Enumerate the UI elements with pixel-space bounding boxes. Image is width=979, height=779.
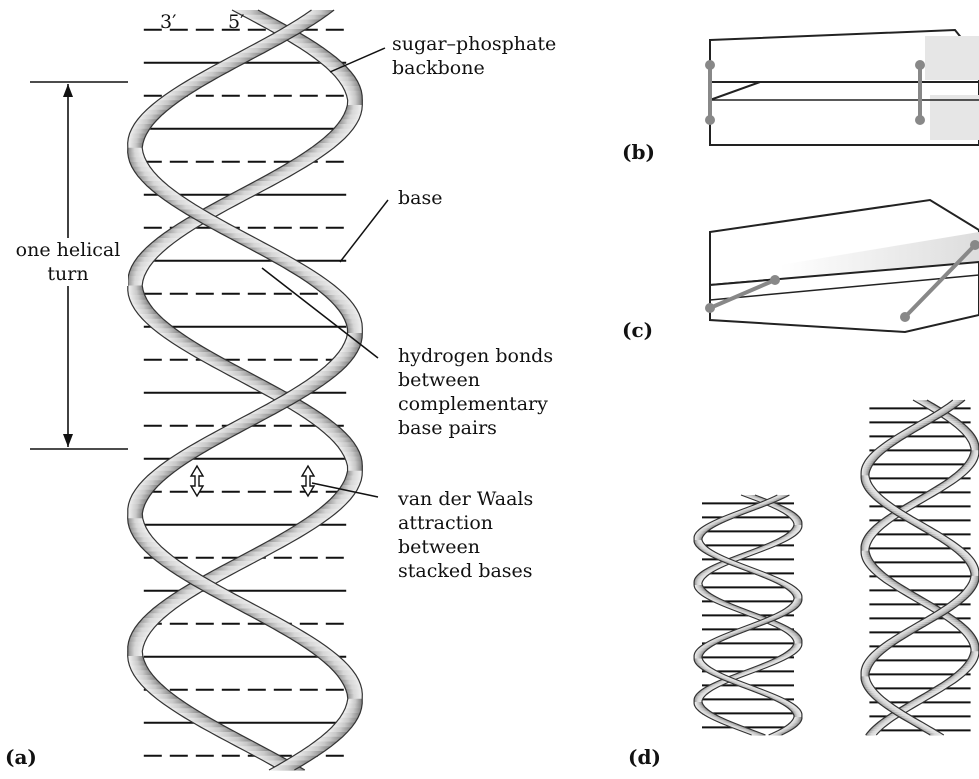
- backbone-ribbon-segment: [130, 162, 150, 167]
- backbone-ribbon-segment: [129, 666, 148, 671]
- helical-turn-label: one helical turn: [8, 238, 128, 286]
- backbone-ribbon-segment: [345, 91, 363, 96]
- backbone-ribbon-segment: [128, 157, 146, 162]
- backbone-ribbon-segment: [347, 471, 362, 476]
- three-prime-end-label: 3′: [160, 10, 176, 34]
- backbone-ribbon-segment: [128, 651, 143, 656]
- main-double-helix: [30, 10, 388, 771]
- backbone-ribbon-segment: [127, 504, 145, 509]
- backbone-label: sugar–phosphate backbone: [392, 32, 556, 80]
- twisted-slab-model: [705, 200, 979, 332]
- base-label: base: [398, 186, 443, 210]
- backbone-ribbon-segment: [347, 694, 362, 699]
- backbone-ribbon-segment: [347, 96, 363, 101]
- backbone-ribbon-segment: [127, 281, 143, 286]
- backbone-ribbon-segment: [347, 328, 362, 333]
- backbone-ribbon-segment: [129, 528, 148, 533]
- backbone-ribbon-segment: [128, 295, 146, 300]
- backbone-ribbon-segment: [128, 153, 144, 158]
- backbone-ribbon-segment: [346, 689, 363, 694]
- backbone-ribbon-segment: [127, 276, 144, 281]
- stacked-slab-model: [705, 30, 979, 145]
- panel-d-label: (d): [628, 745, 661, 769]
- backbone-ribbon-segment: [346, 461, 363, 466]
- backbone-ribbon-segment: [346, 105, 362, 110]
- backbone-ribbon-segment: [342, 115, 361, 120]
- panel-b-label: (b): [622, 140, 655, 164]
- backbone-ribbon-segment: [343, 708, 361, 713]
- backbone-ribbon-segment: [127, 143, 143, 148]
- backbone-ribbon-segment: [344, 685, 363, 690]
- backbone-ribbon-segment: [128, 286, 143, 291]
- backbone-ribbon-segment: [128, 514, 143, 519]
- panel-c-label: (c): [622, 318, 653, 342]
- backbone-ribbon-segment: [348, 100, 363, 105]
- backbone-ribbon-segment: [130, 300, 150, 305]
- leader-base: [340, 200, 388, 262]
- backbone-ribbon-segment: [344, 457, 362, 462]
- backbone-ribbon-segment: [127, 642, 145, 647]
- backbone-ribbon-segment: [346, 704, 363, 709]
- five-prime-end-label: 5′: [228, 10, 244, 34]
- backbone-ribbon-segment: [128, 134, 147, 139]
- arrowhead-down: [63, 434, 73, 447]
- backbone-ribbon-segment: [128, 661, 146, 666]
- backbone-ribbon-segment: [340, 713, 360, 718]
- hydrogen-bonds-label: hydrogen bonds between complementary bas…: [398, 344, 553, 440]
- panel-a-label: (a): [5, 745, 37, 769]
- backbone-ribbon-segment: [344, 110, 361, 115]
- backbone-ribbon-segment: [128, 523, 146, 528]
- backbone-ribbon-segment: [344, 319, 362, 324]
- backbone-ribbon-segment: [342, 480, 361, 485]
- backbone-ribbon-segment: [128, 518, 144, 523]
- van-der-waals-label: van der Waals attraction between stacked…: [398, 487, 533, 583]
- backbone-ribbon-segment: [345, 476, 362, 481]
- backbone-ribbon-segment: [127, 647, 143, 652]
- backbone-ribbon-segment: [339, 347, 359, 352]
- backbone-ribbon-segment: [128, 148, 143, 153]
- backbone-ribbon-segment: [128, 290, 144, 295]
- backbone-ribbon-segment: [127, 509, 143, 514]
- backbone-ribbon-segment: [346, 324, 363, 329]
- backbone-ribbon-segment: [128, 656, 144, 661]
- backbone-ribbon-segment: [347, 699, 362, 704]
- backbone-ribbon-segment: [127, 138, 144, 143]
- backbone-ribbon-segment: [347, 466, 362, 471]
- helix-comparison: [694, 400, 979, 736]
- arrowhead-up: [63, 84, 73, 97]
